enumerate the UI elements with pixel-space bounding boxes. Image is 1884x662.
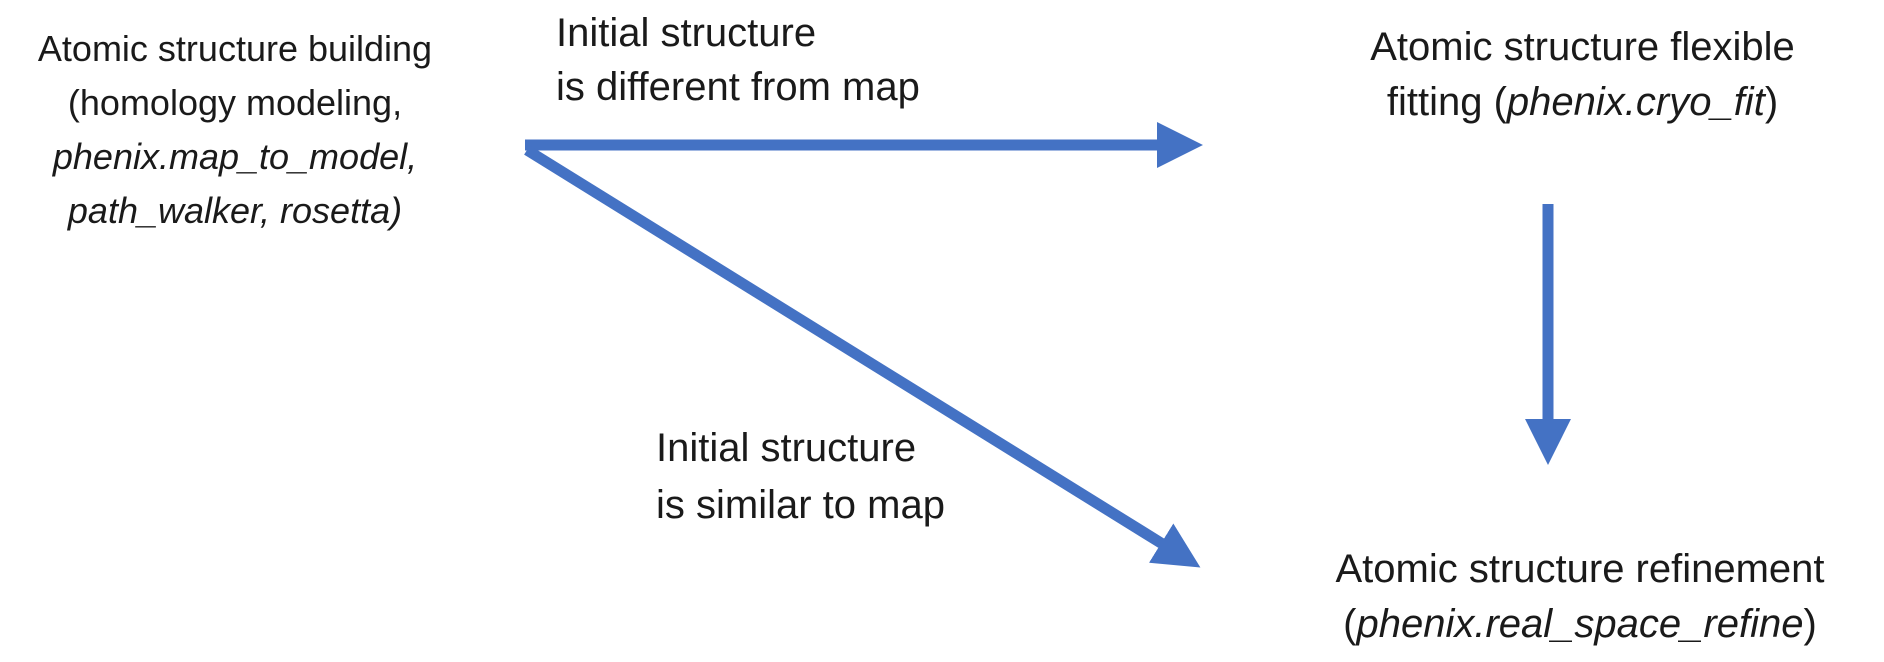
node-refinement-line1: Atomic structure refinement [1335,547,1825,591]
edge-label-similar-line2: is similar to map [656,483,945,527]
node-flexible-line1: Atomic structure flexible [1370,25,1795,69]
node-atomic-structure-flexible-fitting: Atomic structure flexible fitting (pheni… [1290,20,1875,130]
edge-label-different-line1: Initial structure [556,11,817,55]
node-atomic-structure-refinement: Atomic structure refinement (phenix.real… [1280,542,1880,652]
node-refinement-line2: (phenix.real_space_refine) [1343,602,1817,646]
edge-label-different-from-map: Initial structure is different from map [556,6,920,114]
edge-label-similar-to-map: Initial structure is similar to map [656,420,945,534]
node-building-line1: Atomic structure building [37,28,433,69]
node-atomic-structure-building: Atomic structure building (homology mode… [0,22,470,238]
edge-label-similar-line1: Initial structure [656,426,917,470]
node-building-line4: path_walker, rosetta) [67,190,403,231]
node-building-line3: phenix.map_to_model, [52,136,418,177]
arrow-building-to-refinement [524,145,1201,568]
edge-label-different-line2: is different from map [556,65,920,109]
node-building-line2: (homology modeling, [67,82,403,123]
tool-phenix-real-space-refine: phenix.real_space_refine [1356,602,1804,646]
node-flexible-line2: fitting (phenix.cryo_fit) [1386,80,1779,124]
tool-phenix-cryo-fit: phenix.cryo_fit [1506,80,1765,124]
